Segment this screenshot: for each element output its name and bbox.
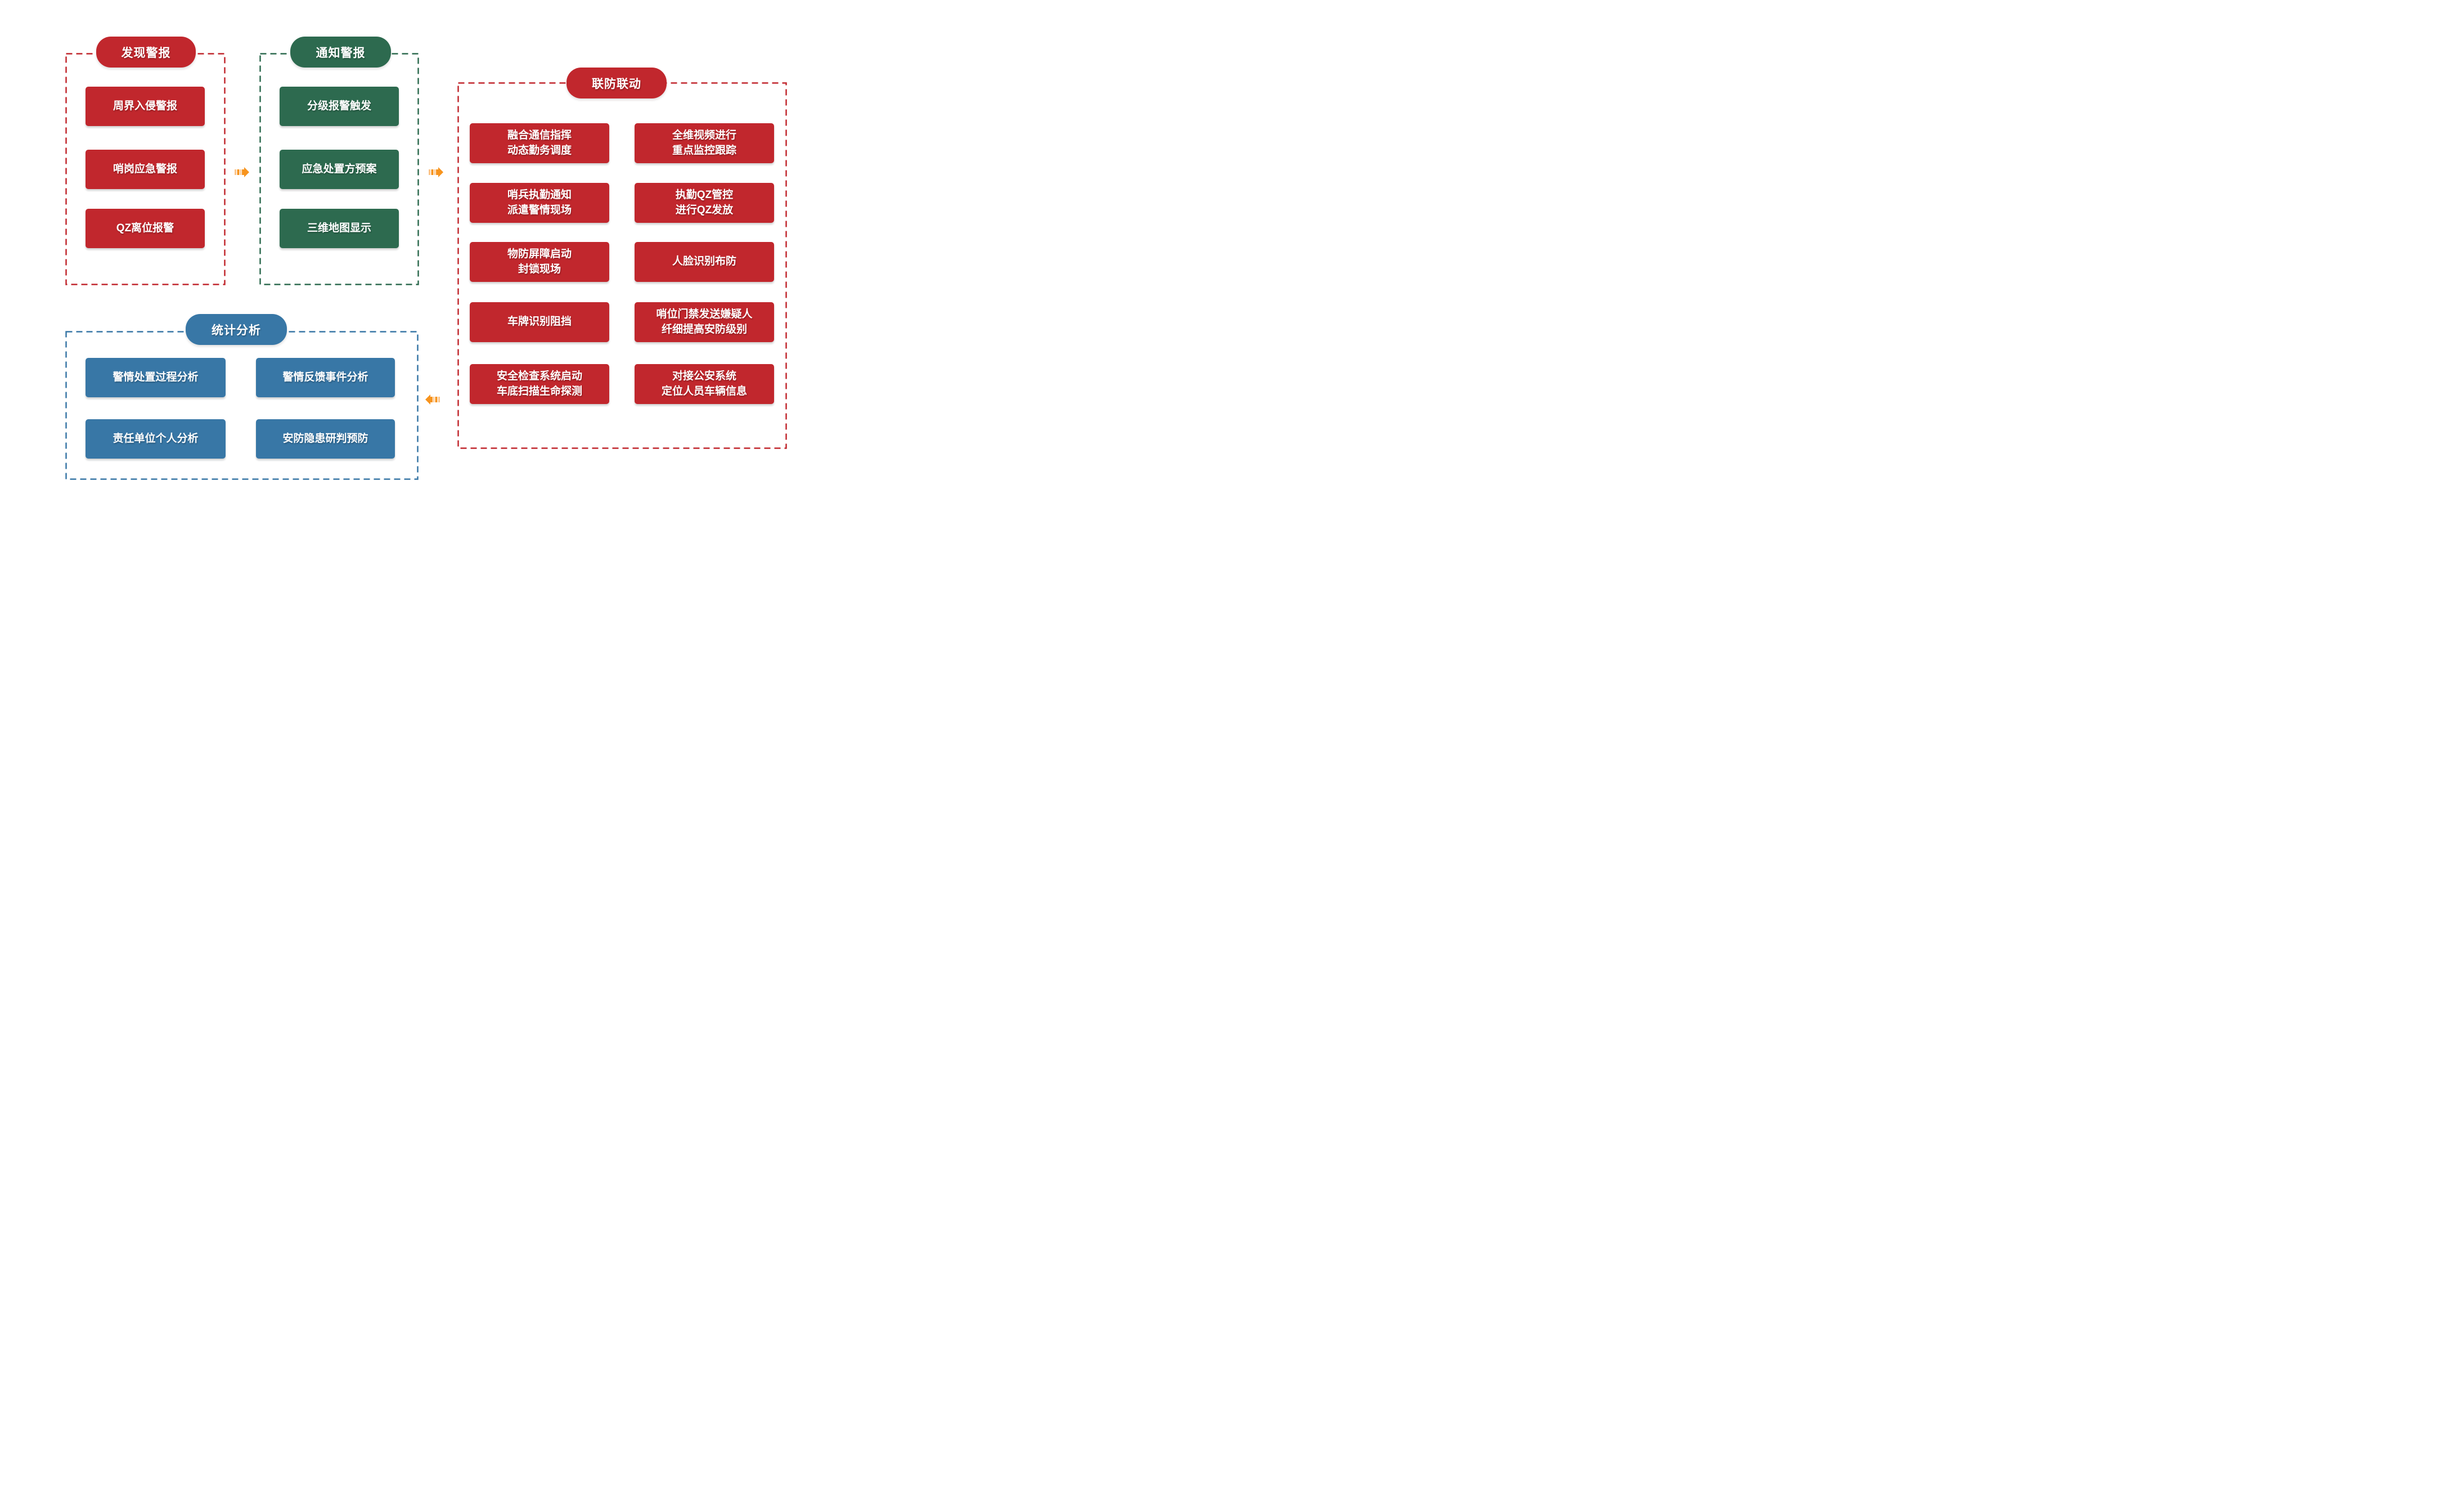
- arrow-right-discover-to-notify-icon: [235, 167, 249, 177]
- pill-statistical-analysis: 统计分析: [186, 314, 287, 345]
- node-full-video-tracking: 全维视频进行 重点监控跟踪: [635, 123, 774, 163]
- pill-notify-alarm: 通知警报: [290, 37, 391, 68]
- node-emergency-response-plan: 应急处置方预案: [280, 150, 399, 189]
- node-alarm-handling-process-analysis: 警情处置过程分析: [86, 358, 226, 397]
- group-border-discover: [65, 53, 226, 285]
- node-physical-barrier-lockdown: 物防屏障启动 封锁现场: [470, 242, 609, 282]
- node-graded-alarm-trigger: 分级报警触发: [280, 87, 399, 126]
- node-access-control-suspect-alert: 哨位门禁发送嫌疑人 纤细提高安防级别: [635, 302, 774, 342]
- node-perimeter-intrusion-alarm: 周界入侵警报: [86, 87, 205, 126]
- node-qz-offposition-alarm: QZ离位报警: [86, 209, 205, 248]
- node-3d-map-display: 三维地图显示: [280, 209, 399, 248]
- arrow-left-joint-to-stats-icon: [425, 394, 440, 405]
- node-duty-qz-control: 执勤QZ管控 进行QZ发放: [635, 183, 774, 223]
- node-security-check-life-detect: 安全检查系统启动 车底扫描生命探测: [470, 364, 609, 404]
- group-border-notify: [259, 53, 419, 285]
- node-fused-comms-command: 融合通信指挥 动态勤务调度: [470, 123, 609, 163]
- pill-joint-defense: 联防联动: [566, 68, 667, 98]
- node-responsible-unit-person-analysis: 责任单位个人分析: [86, 419, 226, 459]
- node-security-risk-research-prevention: 安防隐患研判预防: [256, 419, 395, 459]
- arrow-right-notify-to-joint-icon: [429, 167, 443, 177]
- node-alarm-feedback-event-analysis: 警情反馈事件分析: [256, 358, 395, 397]
- node-face-recognition-deployment: 人脸识别布防: [635, 242, 774, 282]
- security-alarm-flow-diagram: 发现警报 通知警报 联防联动 统计分析 周界入侵警报 哨岗应急警报 QZ离位报警…: [0, 0, 821, 498]
- node-sentry-post-emergency-alarm: 哨岗应急警报: [86, 150, 205, 189]
- node-police-system-locating: 对接公安系统 定位人员车辆信息: [635, 364, 774, 404]
- pill-discover-alarm: 发现警报: [96, 37, 196, 68]
- node-plate-recognition-block: 车牌识别阻挡: [470, 302, 609, 342]
- node-sentry-duty-notice: 哨兵执勤通知 派遣警情现场: [470, 183, 609, 223]
